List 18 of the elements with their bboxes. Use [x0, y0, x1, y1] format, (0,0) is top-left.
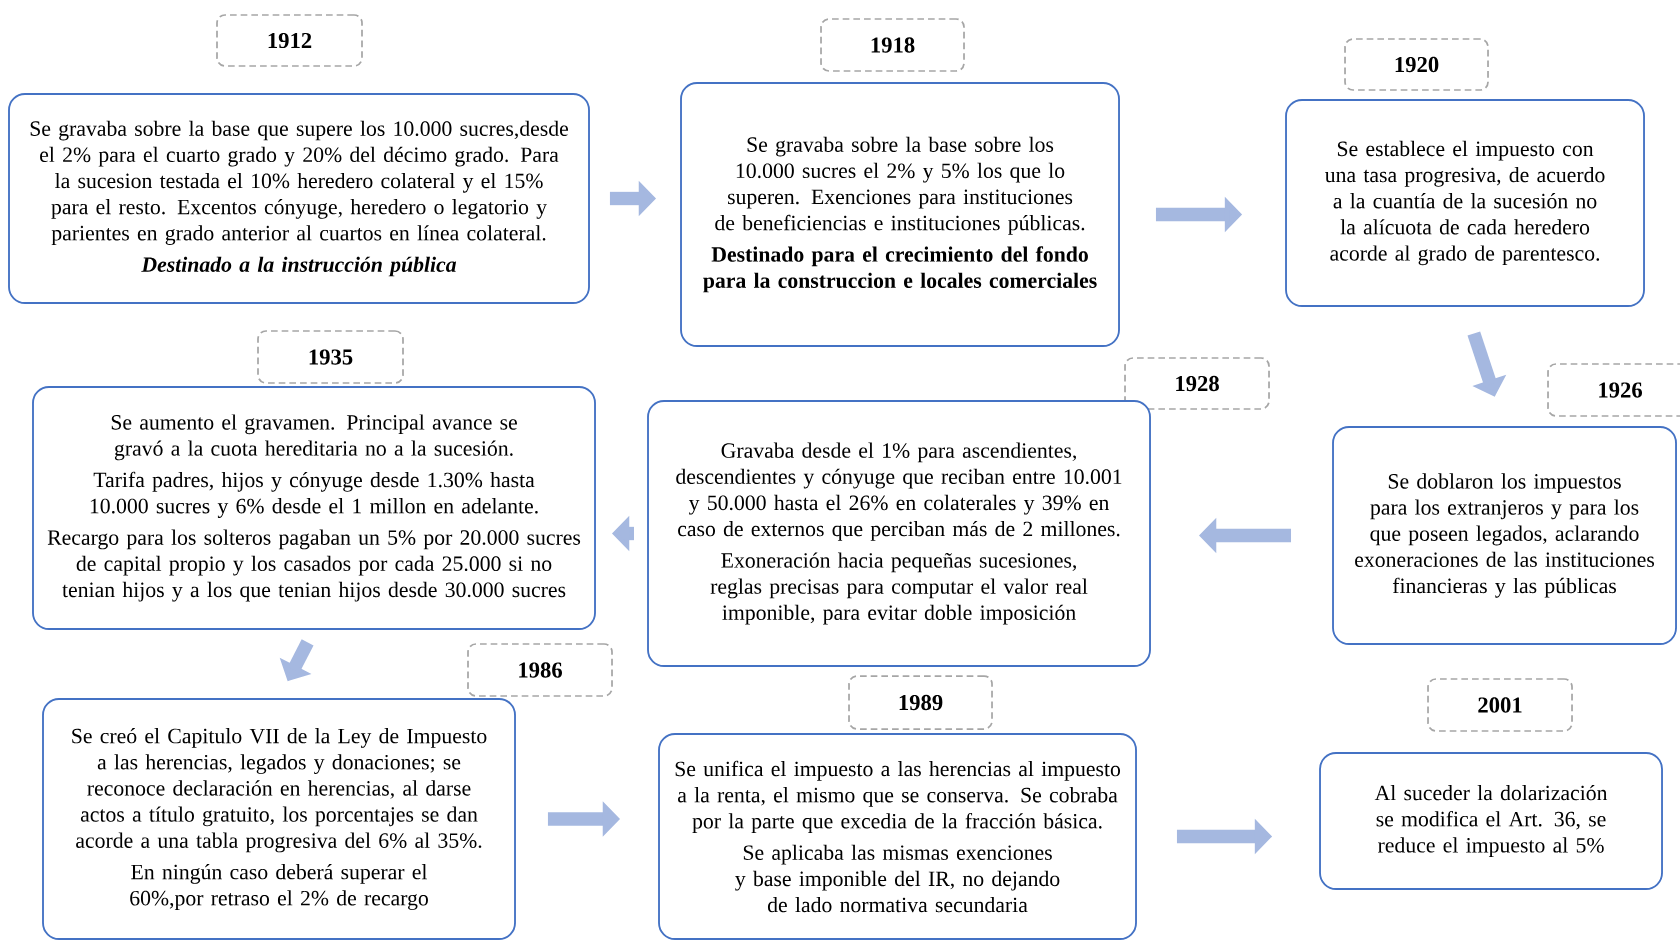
text-box: Se aumento el gravamen. Principal avance se gravó a la cuota hereditaria no a la sucesión. Tarifa padres, hijos y cónyuge desde 1.30% hasta 10.000 sucres y 6% desde el 1 millon en adelante. Recargo para los solteros pagaban un 5% por 20.000 sucres de capital propio y los casados por cada 25.000 si no tenian hijos y a los que tenian hijos desde 30.000 sucres: [32, 386, 596, 630]
text-box: Gravaba desde el 1% para ascendientes, descendientes y cónyuge que reciban entre 10.001 y 50.000 hasta el 26% en colaterales y 39% en caso de externos que perciban más de 2 millones. Exoneración hacia pequeñas sucesiones, reglas precisas para computar el valor real imponible, para evitar doble imposición: [647, 400, 1151, 667]
year-tag: 1986: [467, 643, 613, 697]
year-tag: 2001: [1427, 678, 1573, 732]
year-tag: 1989: [848, 675, 993, 730]
year-tag: 1918: [820, 18, 965, 72]
year-tag: 1926: [1547, 363, 1680, 417]
text-box: Al suceder la dolarización se modifica el Art. 36, se reduce el impuesto al 5%: [1319, 752, 1663, 890]
year-tag: 1920: [1344, 38, 1489, 91]
text-box: Se doblaron los impuestos para los extranjeros y para los que poseen legados, aclarando exoneraciones de las instituciones financieras y las públicas: [1332, 426, 1677, 645]
text-box: Se creó el Capitulo VII de la Ley de Impuesto a las herencias, legados y donaciones; se reconoce declaración en herencias, al darse actos a título gratuito, los porcentajes se dan acorde a una tabla progresiva del 6% al 35%. En ningún caso deberá superar el 60%,por retraso el 2% de recargo: [42, 698, 516, 940]
text-box: Se gravaba sobre la base que supere los 10.000 sucres,desde el 2% para el cuarto grado y 20% del décimo grado. Para la sucesion testada el 10% heredero colateral y el 15% para el resto. Excentos cónyuge, heredero o legatorio y parientes en grado anterior al cuartos en línea colateral. Destinado a la instrucción pública: [8, 93, 590, 304]
text-box: Se establece el impuesto con una tasa progresiva, de acuerdo a la cuantía de la sucesión no la alícuota de cada heredero acorde al grado de parentesco.: [1285, 99, 1645, 307]
text-box: Se unifica el impuesto a las herencias al impuesto a la renta, el mismo que se conserva. Se cobraba por la parte que excedia de la fracción básica. Se aplicaba las mismas exenciones y base imponible del IR, no dejando de lado normativa secundaria: [658, 733, 1137, 940]
text-box: Se gravaba sobre la base sobre los 10.000 sucres el 2% y 5% los que lo superen. Exenciones para instituciones de beneficiencias e instituciones públicas. Destinado para el crecimiento del fondo para la construccion e locales comerciales: [680, 82, 1120, 347]
year-tag: 1912: [216, 14, 363, 67]
year-tag: 1928: [1124, 357, 1270, 410]
year-tag: 1935: [257, 330, 404, 384]
